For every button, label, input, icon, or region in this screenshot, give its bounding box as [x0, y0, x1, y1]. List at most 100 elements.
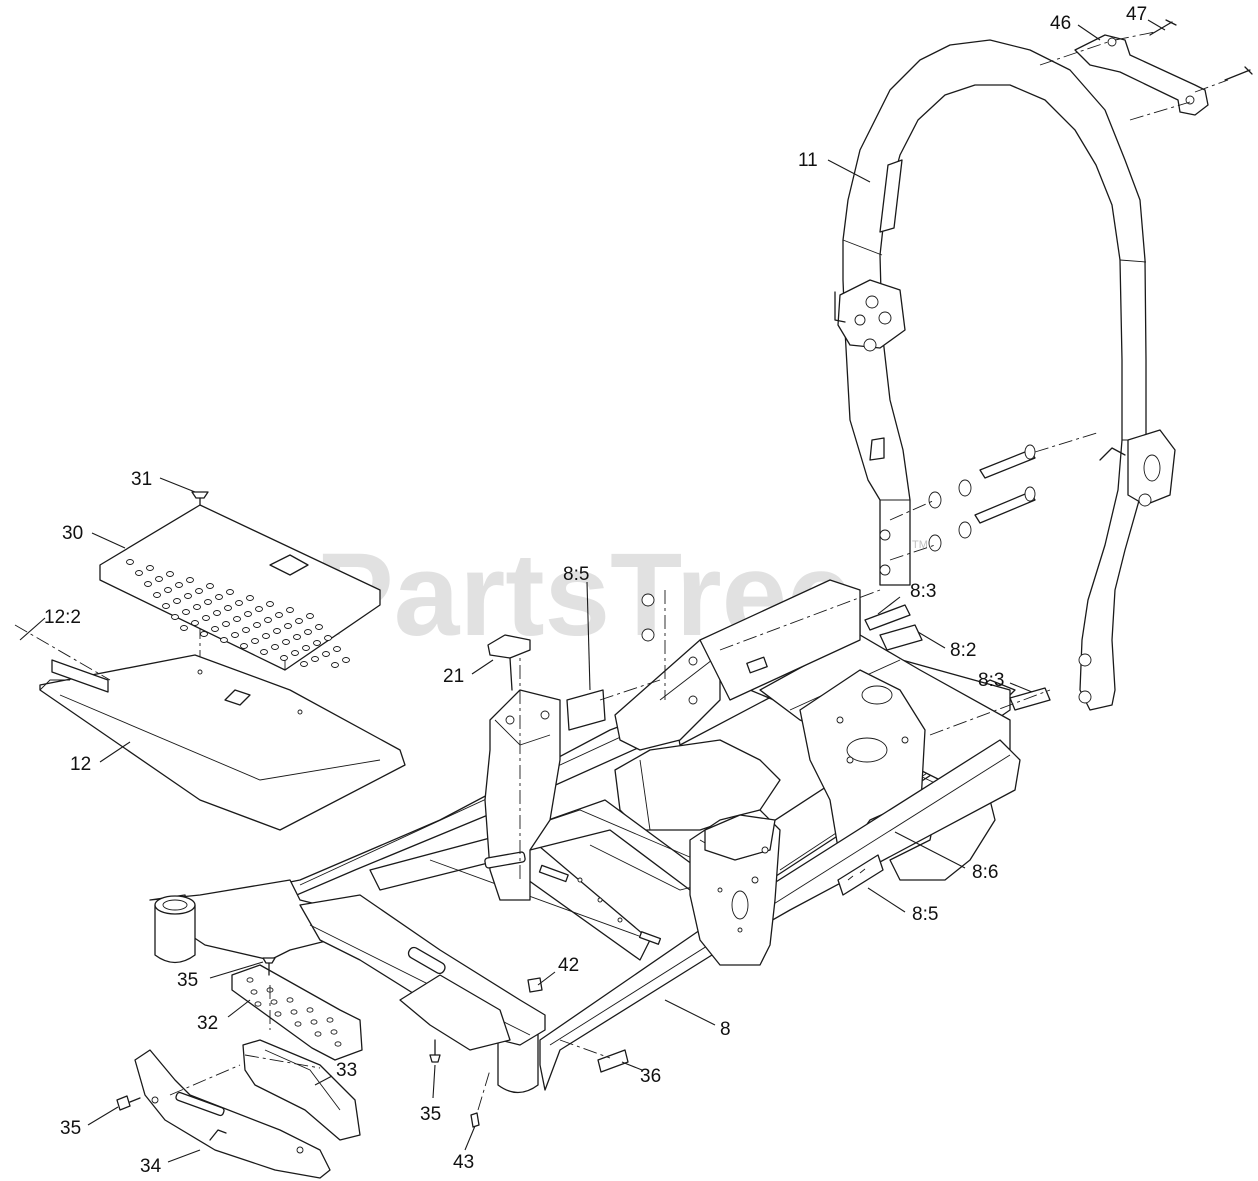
mat-hole [324, 635, 332, 641]
step-hole [330, 1029, 338, 1035]
bumper-34 [134, 1049, 331, 1179]
main-frame [149, 579, 1021, 1094]
callout-labels: 47 46 11 31 30 12:2 12 21 8:5 8:3 8:2 8:… [44, 4, 1147, 1177]
callout-34: 34 [140, 1156, 162, 1177]
floor-pan-12 [39, 654, 406, 831]
step-hole [334, 1041, 342, 1047]
mat-hole [262, 633, 270, 639]
mat-hole [293, 634, 301, 640]
decal-36 [597, 1049, 629, 1073]
step-hole [294, 1021, 302, 1027]
callout-42: 42 [558, 955, 579, 976]
mat-hole [164, 587, 172, 593]
mat-hole [126, 559, 134, 565]
mat-hole [162, 603, 170, 609]
callout-32: 32 [197, 1013, 218, 1034]
mat-hole [182, 609, 190, 615]
decals [559, 604, 1051, 1073]
handle-21 [487, 634, 531, 691]
mat-hole [224, 605, 232, 611]
mat-hole [222, 621, 230, 627]
caster-socket-left [154, 895, 196, 964]
step-hole [250, 989, 258, 995]
step-hole [326, 1017, 334, 1023]
mat-hole [195, 588, 203, 594]
callout-11: 11 [798, 150, 818, 171]
step-hole [314, 1031, 322, 1037]
callout-47: 47 [1126, 4, 1147, 25]
mat-hole [271, 644, 279, 650]
floor-mat-30 [99, 504, 381, 671]
mat-hole [282, 639, 290, 645]
step-hole [286, 997, 294, 1003]
mat-hole [233, 616, 241, 622]
mat-hole [215, 594, 223, 600]
callout-43: 43 [453, 1152, 474, 1173]
mat-hole [304, 629, 312, 635]
mat-hole [220, 637, 228, 643]
callout-35-middle: 35 [420, 1104, 441, 1125]
step-plate-32 [231, 964, 363, 1061]
mat-hole [146, 565, 154, 571]
callout-30: 30 [62, 523, 83, 544]
callout-8-3-upper: 8:3 [910, 581, 936, 602]
callout-46: 46 [1050, 13, 1071, 34]
fasteners [116, 957, 543, 1128]
mat-hole [331, 662, 339, 668]
callout-31: 31 [131, 469, 152, 490]
mat-hole [246, 595, 254, 601]
callout-21: 21 [443, 666, 464, 687]
mat-hole [191, 620, 199, 626]
mat-hole [342, 657, 350, 663]
decal-8-5-left [566, 689, 606, 731]
callout-8-5-upper: 8:5 [563, 564, 589, 585]
mat-hole [295, 618, 303, 624]
mat-hole [266, 601, 274, 607]
mat-hole [291, 650, 299, 656]
callout-8-2: 8:2 [950, 640, 976, 661]
mat-hole [202, 615, 210, 621]
mat-hole [284, 623, 292, 629]
mat-hole [240, 643, 248, 649]
callout-12: 12 [70, 754, 91, 775]
mat-hole [333, 646, 341, 652]
mat-hole [273, 628, 281, 634]
decal-8-3-right [1009, 687, 1051, 711]
step-hole [290, 1009, 298, 1015]
step-hole [310, 1019, 318, 1025]
mat-hole [242, 627, 250, 633]
decal-12-2 [14, 624, 111, 693]
callout-8: 8 [720, 1019, 731, 1040]
mat-hole [302, 645, 310, 651]
mat-hole [213, 610, 221, 616]
callout-8-6: 8:6 [972, 862, 998, 883]
mat-hole [322, 651, 330, 657]
mat-hole [286, 607, 294, 613]
step-hole [254, 1001, 262, 1007]
step-hole [270, 999, 278, 1005]
mat-hole [186, 577, 194, 583]
mat-hole [235, 600, 243, 606]
mat-hole [211, 626, 219, 632]
mat-hole [255, 606, 263, 612]
callout-12-2: 12:2 [44, 607, 81, 628]
callout-8-3-right: 8:3 [978, 670, 1004, 691]
watermark-trademark: TM [912, 539, 928, 551]
mat-hole [311, 656, 319, 662]
mat-hole [200, 631, 208, 637]
decal-8-3-upper [864, 604, 911, 631]
decal-8-2 [879, 624, 923, 651]
mat-hole [173, 598, 181, 604]
callout-8-5-lower: 8:5 [912, 904, 938, 925]
mat-hole [231, 632, 239, 638]
step-hole [274, 1011, 282, 1017]
rops-bolts [889, 431, 1101, 561]
callout-33: 33 [336, 1060, 357, 1081]
mat-hole [313, 640, 321, 646]
mat-hole [135, 570, 143, 576]
step-hole [306, 1007, 314, 1013]
mat-hole [166, 571, 174, 577]
mat-hole [251, 638, 259, 644]
leader-lines [19, 19, 1166, 1163]
